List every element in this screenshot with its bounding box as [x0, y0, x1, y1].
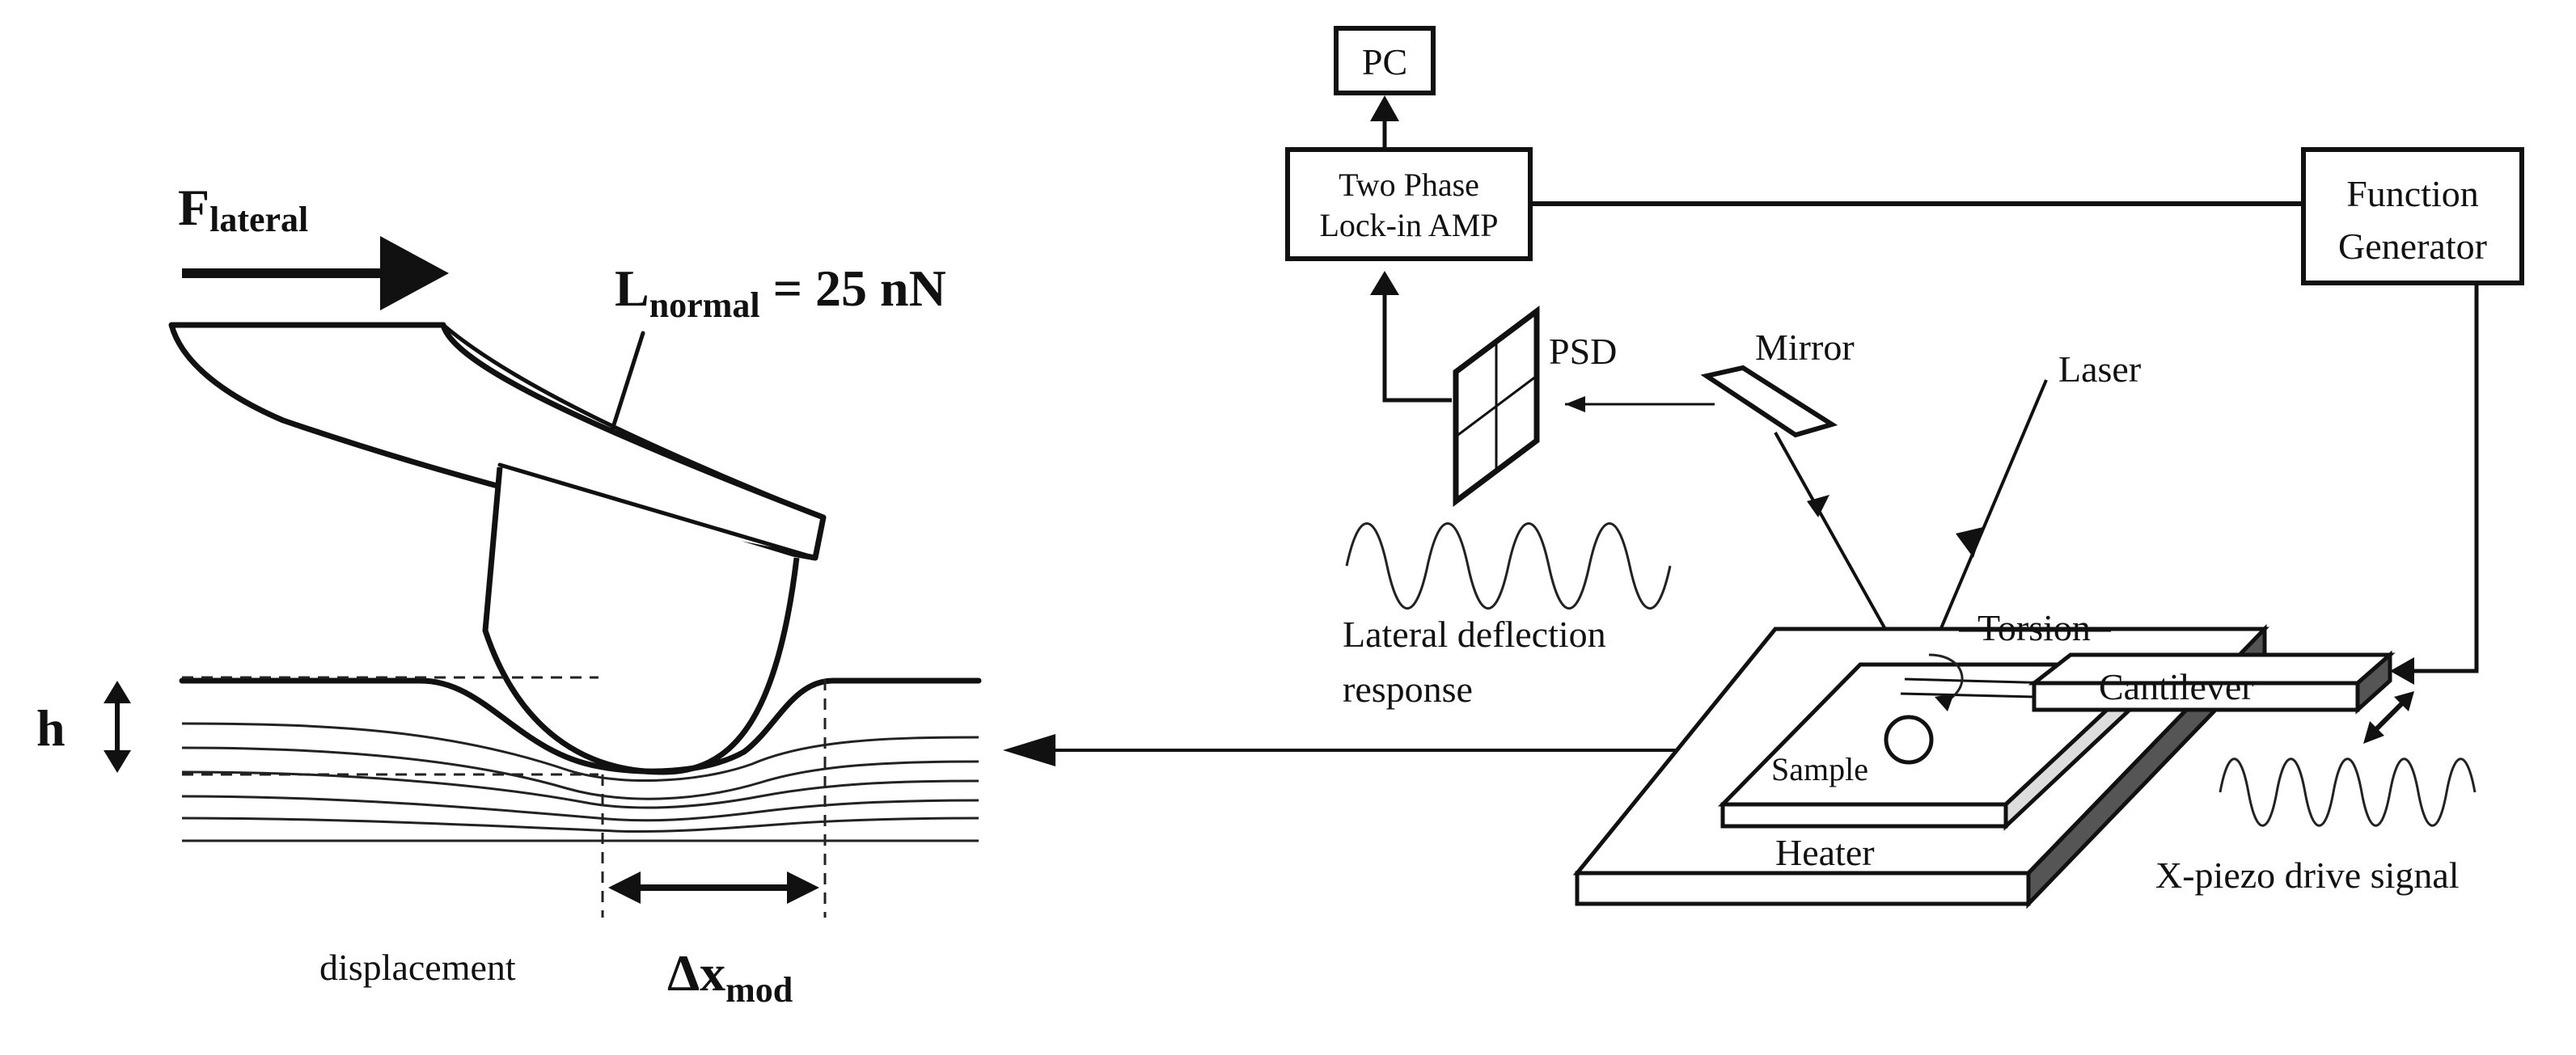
mirror: [1700, 365, 1838, 438]
lockin-line1: Two Phase: [1339, 167, 1479, 203]
lateral-line1: Lateral deflection: [1343, 614, 1606, 655]
experimental-setup: PC Two Phase Lock-in AMP Function Genera…: [1285, 26, 2524, 909]
displacement-label: displacement: [319, 947, 516, 988]
contact-detail: Flateral Lnormal = 25 nN: [36, 179, 982, 1010]
displacement-indicator: [601, 679, 827, 918]
cantilever-label: Cantilever: [2099, 666, 2254, 707]
xpiezo-drive-wave: [2219, 757, 2477, 827]
delta-x-label: Δxmod: [667, 944, 793, 1010]
normal-load-label: Lnormal = 25 nN: [615, 260, 946, 325]
function-generator-box: [2301, 147, 2524, 285]
xpiezo-label: X-piezo drive signal: [2155, 855, 2460, 896]
heater-label: Heater: [1775, 832, 1875, 873]
pc-box: [1334, 26, 1436, 95]
lateral-force-arrow: [182, 236, 449, 310]
lateral-response-wave: [1345, 522, 1672, 610]
function-line2: Generator: [2338, 226, 2487, 267]
function-line1: Function: [2346, 173, 2479, 214]
lateral-line2: response: [1343, 669, 1473, 710]
height-label: h: [36, 699, 66, 757]
psd-label: PSD: [1549, 331, 1617, 372]
height-indicator: [104, 676, 599, 776]
psd-detector: [1453, 306, 1540, 507]
sample-surface: [179, 677, 982, 842]
mirror-label: Mirror: [1755, 327, 1855, 368]
sample-label: Sample: [1771, 751, 1868, 787]
laser-label: Laser: [2058, 348, 2141, 390]
zoom-connector-arrowhead: [1003, 734, 1055, 766]
pc-label: PC: [1362, 41, 1407, 82]
lateral-force-label: Flateral: [178, 179, 308, 239]
lockin-line2: Lock-in AMP: [1319, 207, 1498, 243]
torsion-label: Torsion: [1977, 607, 2091, 648]
probe-sphere: [1884, 715, 1934, 765]
setup-cantilever: [1900, 650, 2396, 715]
